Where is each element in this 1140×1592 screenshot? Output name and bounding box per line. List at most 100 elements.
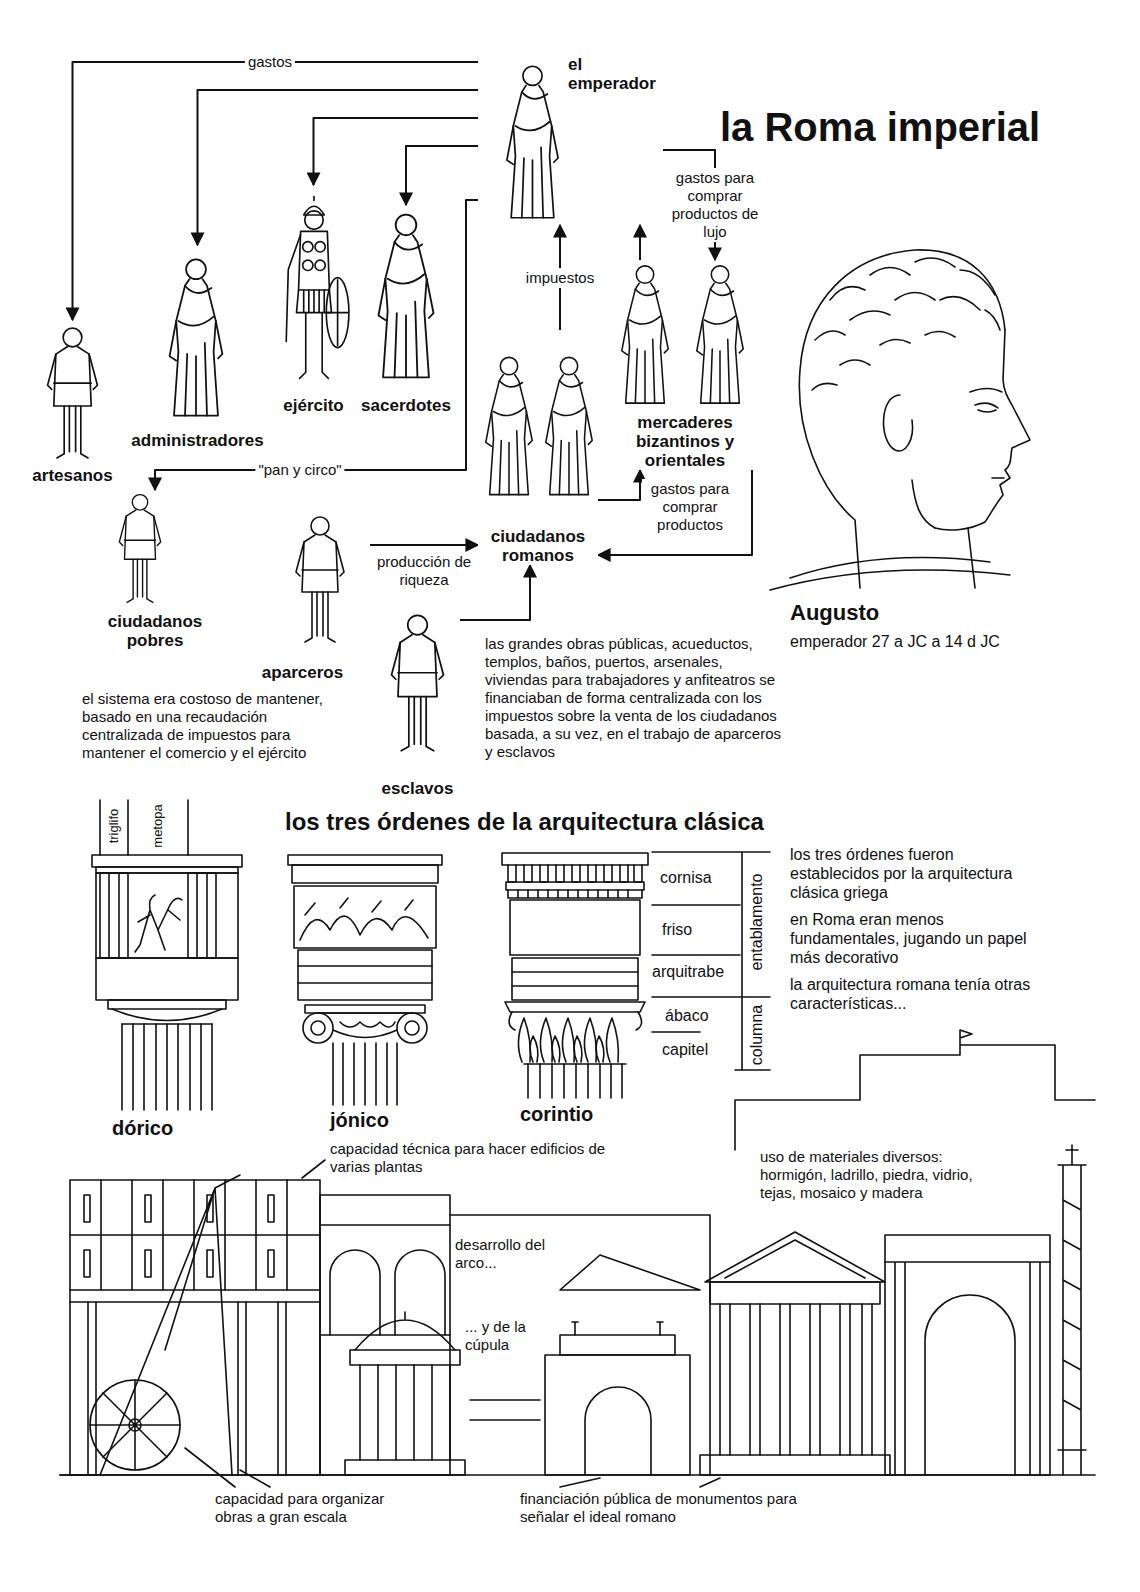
soldier-figure bbox=[286, 196, 349, 378]
note-text: los tres órdenes fueron establecidos por… bbox=[790, 845, 1045, 903]
drawing-stroke bbox=[350, 1350, 460, 1365]
drawing-stroke bbox=[303, 1013, 333, 1043]
drawing-stroke bbox=[90, 1380, 180, 1470]
drawing-stroke bbox=[302, 1160, 325, 1178]
figure-group: aparceros bbox=[235, 500, 370, 682]
drawing-stroke bbox=[320, 1225, 450, 1335]
flow-arrow bbox=[73, 62, 479, 320]
drawing-stroke bbox=[518, 1018, 618, 1062]
rotated-label: columna bbox=[747, 1005, 766, 1065]
drawing-stroke bbox=[770, 558, 1010, 590]
emperor-figure bbox=[507, 66, 558, 217]
flow-arrow bbox=[370, 544, 478, 546]
drawing-stroke bbox=[355, 1312, 455, 1350]
drawing-stroke bbox=[185, 1448, 270, 1487]
doric-order bbox=[92, 800, 242, 1110]
roman-cityscape bbox=[60, 1030, 1095, 1487]
drawing-stroke bbox=[512, 972, 638, 986]
note-text: el sistema era costoso de mantener, basa… bbox=[82, 690, 340, 762]
drawing-stroke bbox=[799, 250, 1005, 588]
note-text: los tres órdenes de la arquitectura clás… bbox=[285, 808, 764, 837]
figure-group: mercaderes bizantinos y orientales bbox=[605, 260, 765, 470]
citizen-figure bbox=[486, 357, 532, 494]
note-text: capacidad para organizar obras a gran es… bbox=[215, 1490, 425, 1526]
drawing-stroke bbox=[90, 1380, 180, 1470]
note-text: emperador 27 a JC a 14 d JC bbox=[790, 632, 1040, 651]
drawing-stroke bbox=[96, 958, 238, 1000]
drawing-stroke bbox=[298, 966, 432, 983]
drawing-stroke bbox=[968, 528, 975, 588]
drawing-stroke bbox=[710, 1282, 880, 1304]
drawing-stroke bbox=[288, 855, 442, 865]
artisan-figure bbox=[48, 328, 98, 458]
slave-figure bbox=[392, 615, 444, 750]
drawing-stroke bbox=[885, 1262, 1050, 1475]
note-text: jónico bbox=[330, 1108, 389, 1132]
flow-arrow bbox=[406, 146, 478, 205]
note-text: financiación pública de monumentos para … bbox=[520, 1490, 850, 1526]
drawing-stroke bbox=[345, 1460, 465, 1475]
figure-label: esclavos bbox=[375, 779, 460, 798]
note-text: la arquitectura romana tenía otras carac… bbox=[790, 975, 1045, 1013]
figure-label: artesanos bbox=[25, 466, 120, 485]
drawing-stroke bbox=[450, 1215, 710, 1475]
drawing-stroke bbox=[60, 1175, 240, 1475]
figure-label: mercaderes bizantinos y orientales bbox=[605, 413, 765, 470]
figure-group: artesanos bbox=[25, 320, 120, 485]
drawing-stroke bbox=[560, 1335, 675, 1355]
drawing-stroke bbox=[884, 395, 913, 451]
figure-label: ciudadanos pobres bbox=[80, 612, 230, 650]
drawing-stroke bbox=[705, 1232, 885, 1282]
drawing-stroke bbox=[735, 1030, 1095, 1150]
administrator-figure bbox=[170, 259, 223, 415]
edge-label: gastos para comprar productos bbox=[642, 479, 738, 535]
drawing-stroke bbox=[70, 1235, 320, 1302]
flow-arrow bbox=[639, 225, 641, 260]
drawing-stroke bbox=[585, 1387, 651, 1475]
drawing-stroke bbox=[197, 873, 207, 958]
note-text: uso de materiales diversos: hormigón, la… bbox=[760, 1148, 985, 1202]
drawing-stroke bbox=[885, 1235, 1050, 1475]
drawing-stroke bbox=[298, 950, 432, 1000]
flow-arrow bbox=[314, 118, 479, 185]
flow-arrow bbox=[198, 90, 479, 245]
note-text: desarrollo del arco... bbox=[455, 1236, 550, 1272]
drawing-stroke bbox=[510, 900, 640, 955]
drawing-stroke bbox=[292, 865, 438, 883]
drawing-stroke bbox=[572, 1322, 663, 1335]
drawing-stroke bbox=[720, 1304, 872, 1455]
corinthian-order bbox=[502, 853, 648, 1098]
note-text: Augusto bbox=[790, 600, 879, 626]
drawing-stroke bbox=[96, 867, 238, 873]
figure-label: ejército bbox=[275, 396, 352, 415]
drawing-stroke bbox=[508, 890, 642, 898]
drawing-stroke bbox=[70, 1180, 320, 1475]
note-text: friso bbox=[662, 920, 692, 939]
note-text: corintio bbox=[520, 1102, 593, 1126]
figure-group: ejército bbox=[275, 185, 352, 415]
figure-group: administradores bbox=[125, 245, 270, 450]
figure-group: sacerdotes bbox=[357, 205, 455, 415]
rotated-label: entablamento bbox=[747, 874, 766, 971]
flow-arrow bbox=[598, 470, 752, 555]
drawing-stroke bbox=[300, 898, 428, 940]
figure-label: aparceros bbox=[235, 663, 370, 682]
edge-label: gastos bbox=[245, 52, 295, 72]
drawing-stroke bbox=[1058, 1145, 1086, 1475]
citizen-figure bbox=[546, 357, 592, 494]
drawing-stroke bbox=[935, 330, 1030, 530]
figure-group: el emperador bbox=[478, 55, 663, 225]
figure-group: esclavos bbox=[375, 598, 460, 798]
edge-label: "pan y circo" bbox=[255, 460, 344, 480]
drawing-stroke bbox=[122, 1024, 212, 1110]
drawing-stroke bbox=[652, 852, 770, 1070]
priest-figure bbox=[378, 215, 433, 378]
drawing-stroke bbox=[108, 1000, 226, 1009]
drawing-stroke bbox=[92, 855, 242, 867]
drawing-stroke bbox=[405, 1021, 419, 1035]
drawing-stroke bbox=[305, 1005, 425, 1013]
drawing-stroke bbox=[311, 1021, 325, 1035]
note-text: capitel bbox=[662, 1040, 708, 1059]
